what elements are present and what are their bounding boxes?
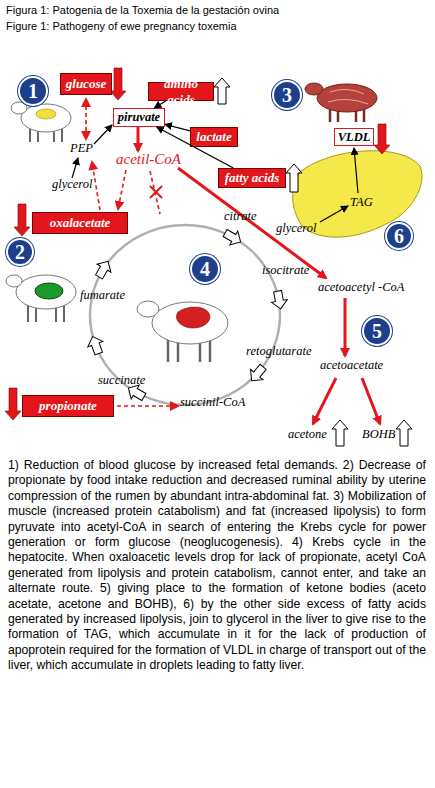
- callout-number: 3: [272, 80, 302, 110]
- sheep-body: [16, 275, 76, 309]
- callout-number: 6: [385, 222, 413, 250]
- metabolite-label: retoglutarate: [246, 345, 312, 359]
- sheep-illustration: [6, 275, 76, 322]
- metabolite-label: glycerol: [52, 178, 93, 192]
- cycle-arrow: [221, 226, 245, 249]
- metabolite-label: citrate: [224, 210, 257, 224]
- figure-title-english: Figure 1: Pathogeny of ewe pregnancy tox…: [6, 20, 237, 32]
- node-text: 1: [28, 80, 38, 103]
- dashed-arrow: [85, 99, 87, 139]
- node-text: lactate: [196, 129, 231, 145]
- connector-arrow: [165, 124, 190, 130]
- node-text: 6: [394, 225, 404, 248]
- sheep-head: [305, 83, 323, 95]
- block-mark: [150, 186, 162, 198]
- sheep-illustration: [11, 102, 71, 142]
- cycle-arrow: [85, 334, 106, 356]
- pathway-arrow: [313, 378, 336, 424]
- node-text: 2: [15, 241, 25, 264]
- dashed-arrow: [92, 162, 100, 210]
- node-text: propionate: [39, 398, 97, 414]
- node-text: fatty acids: [225, 170, 280, 186]
- metabolite-label: acetoacetate: [320, 359, 383, 373]
- dashed-arrow: [117, 405, 178, 407]
- metabolite-label: isocitrate: [262, 264, 309, 278]
- decrease-arrow: [110, 68, 126, 100]
- increase-arrow: [332, 420, 348, 446]
- muscle-striation: [328, 89, 368, 104]
- metabolite-label: acetoacetyl -CoA: [318, 281, 404, 295]
- figure-title: Figura 1: Patogenia de la Toxemia de la …: [6, 4, 279, 16]
- metabolite-label: succinate: [98, 374, 145, 388]
- decrease-arrow: [14, 204, 30, 236]
- metabolite-label: acetone: [288, 428, 327, 442]
- metabolite-outline-box: piruvate: [113, 108, 165, 127]
- metabolite-box: oxalacetate: [32, 212, 128, 234]
- metabolite-label: succinil-CoA: [180, 396, 245, 410]
- node-text: oxalacetate: [50, 215, 111, 231]
- muscle-body: [317, 84, 377, 112]
- metabolite-box: propionate: [22, 395, 114, 417]
- node-text: 3: [282, 84, 292, 107]
- decrease-arrow: [374, 124, 390, 154]
- connector-arrow: [154, 101, 165, 108]
- metabolite-label: glycerol: [276, 222, 317, 236]
- metabolite-box: glucose: [60, 73, 112, 95]
- increase-arrow: [286, 164, 302, 192]
- dashed-arrow: [118, 170, 126, 209]
- node-text: piruvate: [118, 110, 160, 125]
- increase-arrow: [214, 78, 230, 104]
- cycle-arrows: [85, 226, 289, 404]
- sheep-head: [6, 275, 22, 287]
- pathway-arrow: [344, 298, 347, 356]
- flow-arrow: [320, 206, 348, 222]
- pathway-arrow: [137, 127, 140, 151]
- node-text: glucose: [66, 76, 106, 92]
- decrease-arrow: [5, 388, 21, 420]
- flow-arrow: [72, 158, 78, 178]
- metabolite-label: fumarate: [80, 289, 125, 303]
- flow-arrow: [94, 125, 112, 144]
- metabolite-label: acetil-CoA: [116, 151, 181, 168]
- callout-number: 5: [362, 316, 392, 346]
- liver-organ: [176, 307, 210, 328]
- sheep-body: [21, 104, 71, 132]
- sheep-leg: [167, 338, 170, 362]
- node-text: 5: [372, 320, 382, 343]
- node-text: VLDL: [338, 130, 371, 145]
- cycle-arrow: [245, 362, 269, 386]
- rumen-organ: [35, 283, 63, 299]
- metabolite-box: amino acids: [148, 82, 214, 101]
- sheep-leg: [63, 304, 65, 322]
- liver-organ: [36, 109, 56, 119]
- cycle-arrow: [270, 290, 289, 311]
- krebs-cycle-ring: [90, 225, 280, 405]
- callout-number: 2: [6, 238, 34, 266]
- metabolite-label: PEP: [70, 142, 93, 156]
- metabolite-box: lactate: [190, 127, 238, 147]
- metabolite-label: TAG: [350, 196, 373, 210]
- increase-arrow: [396, 420, 412, 446]
- node-text: amino acids: [149, 76, 213, 108]
- connector-arrow: [157, 127, 234, 168]
- flow-arrow: [354, 148, 358, 193]
- sheep-head: [137, 301, 159, 317]
- figure-caption: 1) Reduction of blood glucose by increas…: [8, 458, 426, 674]
- metabolite-outline-box: VLDL: [334, 128, 374, 146]
- callout-number: 4: [190, 254, 220, 284]
- cycle-arrow: [92, 257, 115, 281]
- node-text: 4: [200, 258, 210, 281]
- callout-number: 1: [18, 76, 48, 106]
- pathway-arrow: [362, 378, 380, 424]
- sheep-illustration: [305, 83, 377, 122]
- block-mark: [150, 186, 162, 198]
- sheep-leg: [27, 304, 29, 322]
- sheep-body: [152, 302, 228, 344]
- metabolite-box: fatty acids: [218, 168, 286, 188]
- metabolite-label: BOHB: [362, 428, 395, 442]
- sheep-illustration: [137, 301, 228, 362]
